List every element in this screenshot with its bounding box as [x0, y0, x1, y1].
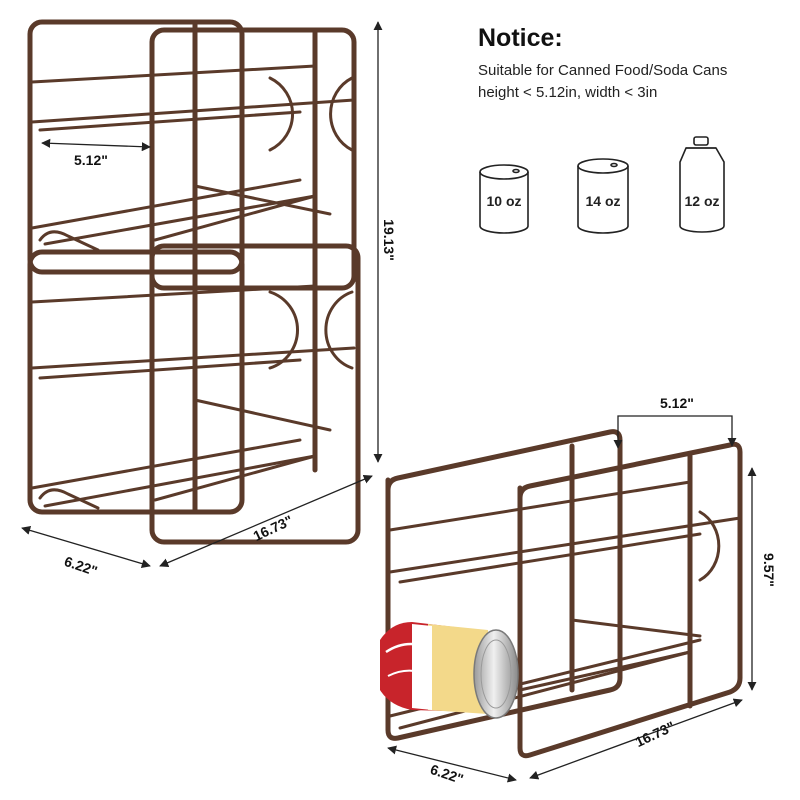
can-label-12oz: 12 oz: [684, 193, 720, 209]
short-can-icon: [479, 164, 529, 234]
single-rack: [385, 429, 743, 759]
stacked-height-label: 19.13": [380, 219, 397, 261]
notice-line-2: height < 5.12in, width < 3in: [478, 84, 658, 101]
soup-can-image: [380, 622, 519, 719]
single-height-label: 9.57": [760, 553, 777, 587]
tall-can-icon: [577, 158, 629, 234]
single-rack-dimensions: [387, 415, 757, 783]
stacked-rack-dimensions: [21, 21, 383, 569]
can-label-14oz: 14 oz: [585, 193, 621, 209]
stacked-inner-depth-label: 5.12": [74, 152, 108, 168]
notice-title: Notice:: [478, 24, 563, 52]
single-inner-depth-label: 5.12": [660, 395, 694, 411]
soda-can-icon: [679, 136, 725, 233]
notice-line-1: Suitable for Canned Food/Soda Cans: [478, 62, 728, 79]
stacked-rack: [27, 19, 361, 545]
can-label-10oz: 10 oz: [486, 193, 522, 209]
